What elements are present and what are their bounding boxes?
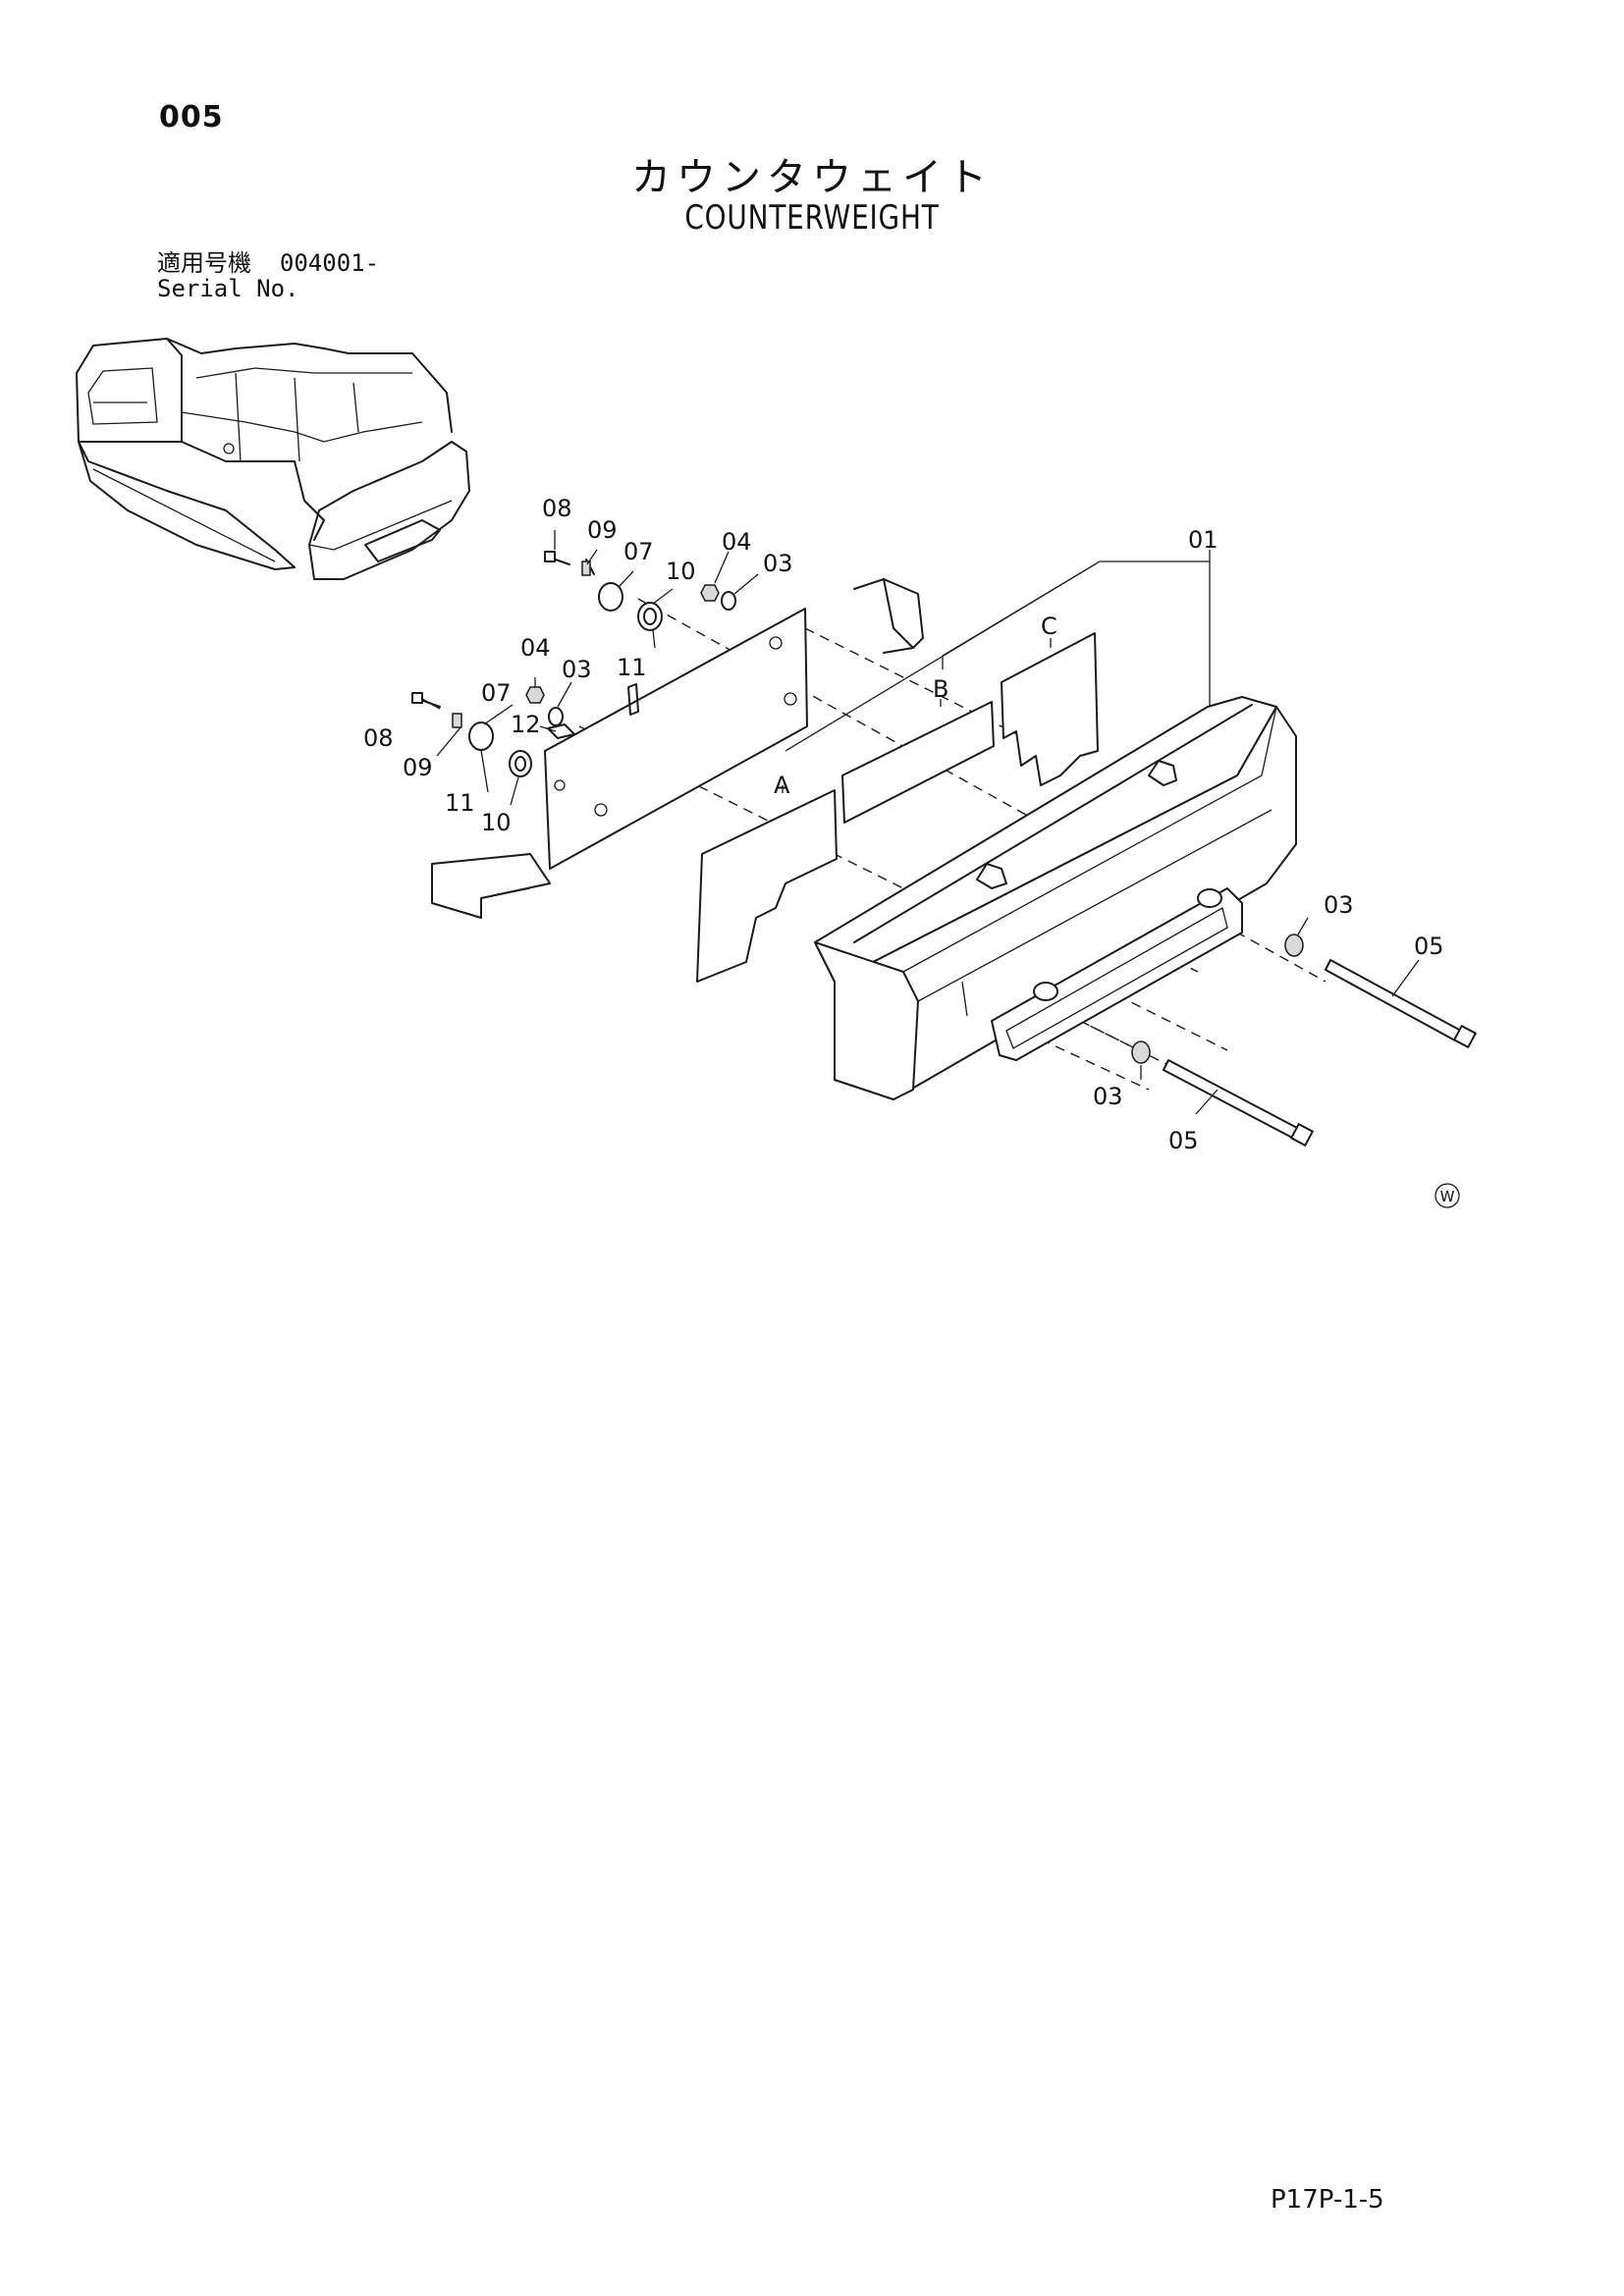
lower-fastener-set (411, 686, 575, 777)
page-number: 005 (159, 100, 224, 134)
serial-label-en: Serial No. (157, 275, 299, 302)
w-mark-letter: W (1440, 1188, 1455, 1205)
serial-value: 004001- (279, 249, 380, 277)
serial-label-jp: 適用号機 (157, 249, 251, 277)
callout-01: 01 (1188, 526, 1218, 554)
callout-04-upper: 04 (722, 528, 752, 556)
callout-10-upper: 10 (666, 558, 696, 585)
callout-04-lower: 04 (520, 634, 551, 662)
title-english: COUNTERWEIGHT (684, 198, 940, 238)
bolt-05-lower (1131, 1041, 1314, 1147)
cover-plate-c (1001, 632, 1099, 786)
callout-03-lower: 03 (562, 656, 592, 683)
callout-03-right-upper: 03 (1324, 891, 1354, 919)
plate-label-c: C (1041, 613, 1057, 640)
w-mark: W (1435, 1183, 1460, 1208)
callout-05-right-upper: 05 (1414, 933, 1444, 960)
plate-label-b: B (933, 675, 948, 703)
callout-03-right-lower: 03 (1093, 1083, 1123, 1110)
footer-page-code: P17P-1-5 (1271, 2185, 1384, 2215)
upper-fastener-set (544, 551, 736, 631)
callout-07-lower: 07 (481, 679, 512, 707)
counterweight-body (814, 696, 1297, 1100)
callout-03-upper: 03 (763, 550, 793, 577)
callout-08-lower: 08 (363, 724, 394, 752)
callout-08-upper: 08 (542, 495, 572, 522)
callout-09-lower: 09 (403, 754, 433, 781)
cover-plate-a (696, 789, 838, 983)
cover-plate-b (841, 701, 995, 824)
callout-labels: 01 08 09 07 10 04 03 11 04 03 07 12 08 0… (363, 495, 1444, 1154)
serial-row-jp: 適用号機 004001- (157, 250, 379, 276)
machine-overview-illustration (76, 338, 470, 580)
callout-11-upper: 11 (617, 654, 647, 681)
leader-lines (421, 530, 1420, 1115)
serial-block: 適用号機 004001- Serial No. (157, 250, 379, 301)
title-japanese: カウンタウェイト (631, 155, 993, 200)
callout-11-lower: 11 (445, 789, 475, 817)
rear-frame (431, 578, 924, 919)
bolt-05-upper (1284, 934, 1477, 1048)
callout-05-right-lower: 05 (1168, 1127, 1199, 1154)
mounting-bracket (544, 608, 808, 870)
callout-07-upper: 07 (623, 538, 654, 565)
callout-10-lower: 10 (481, 809, 512, 836)
plate-label-a: A (774, 772, 790, 799)
callout-09-upper: 09 (587, 516, 618, 544)
callout-12: 12 (511, 711, 541, 738)
